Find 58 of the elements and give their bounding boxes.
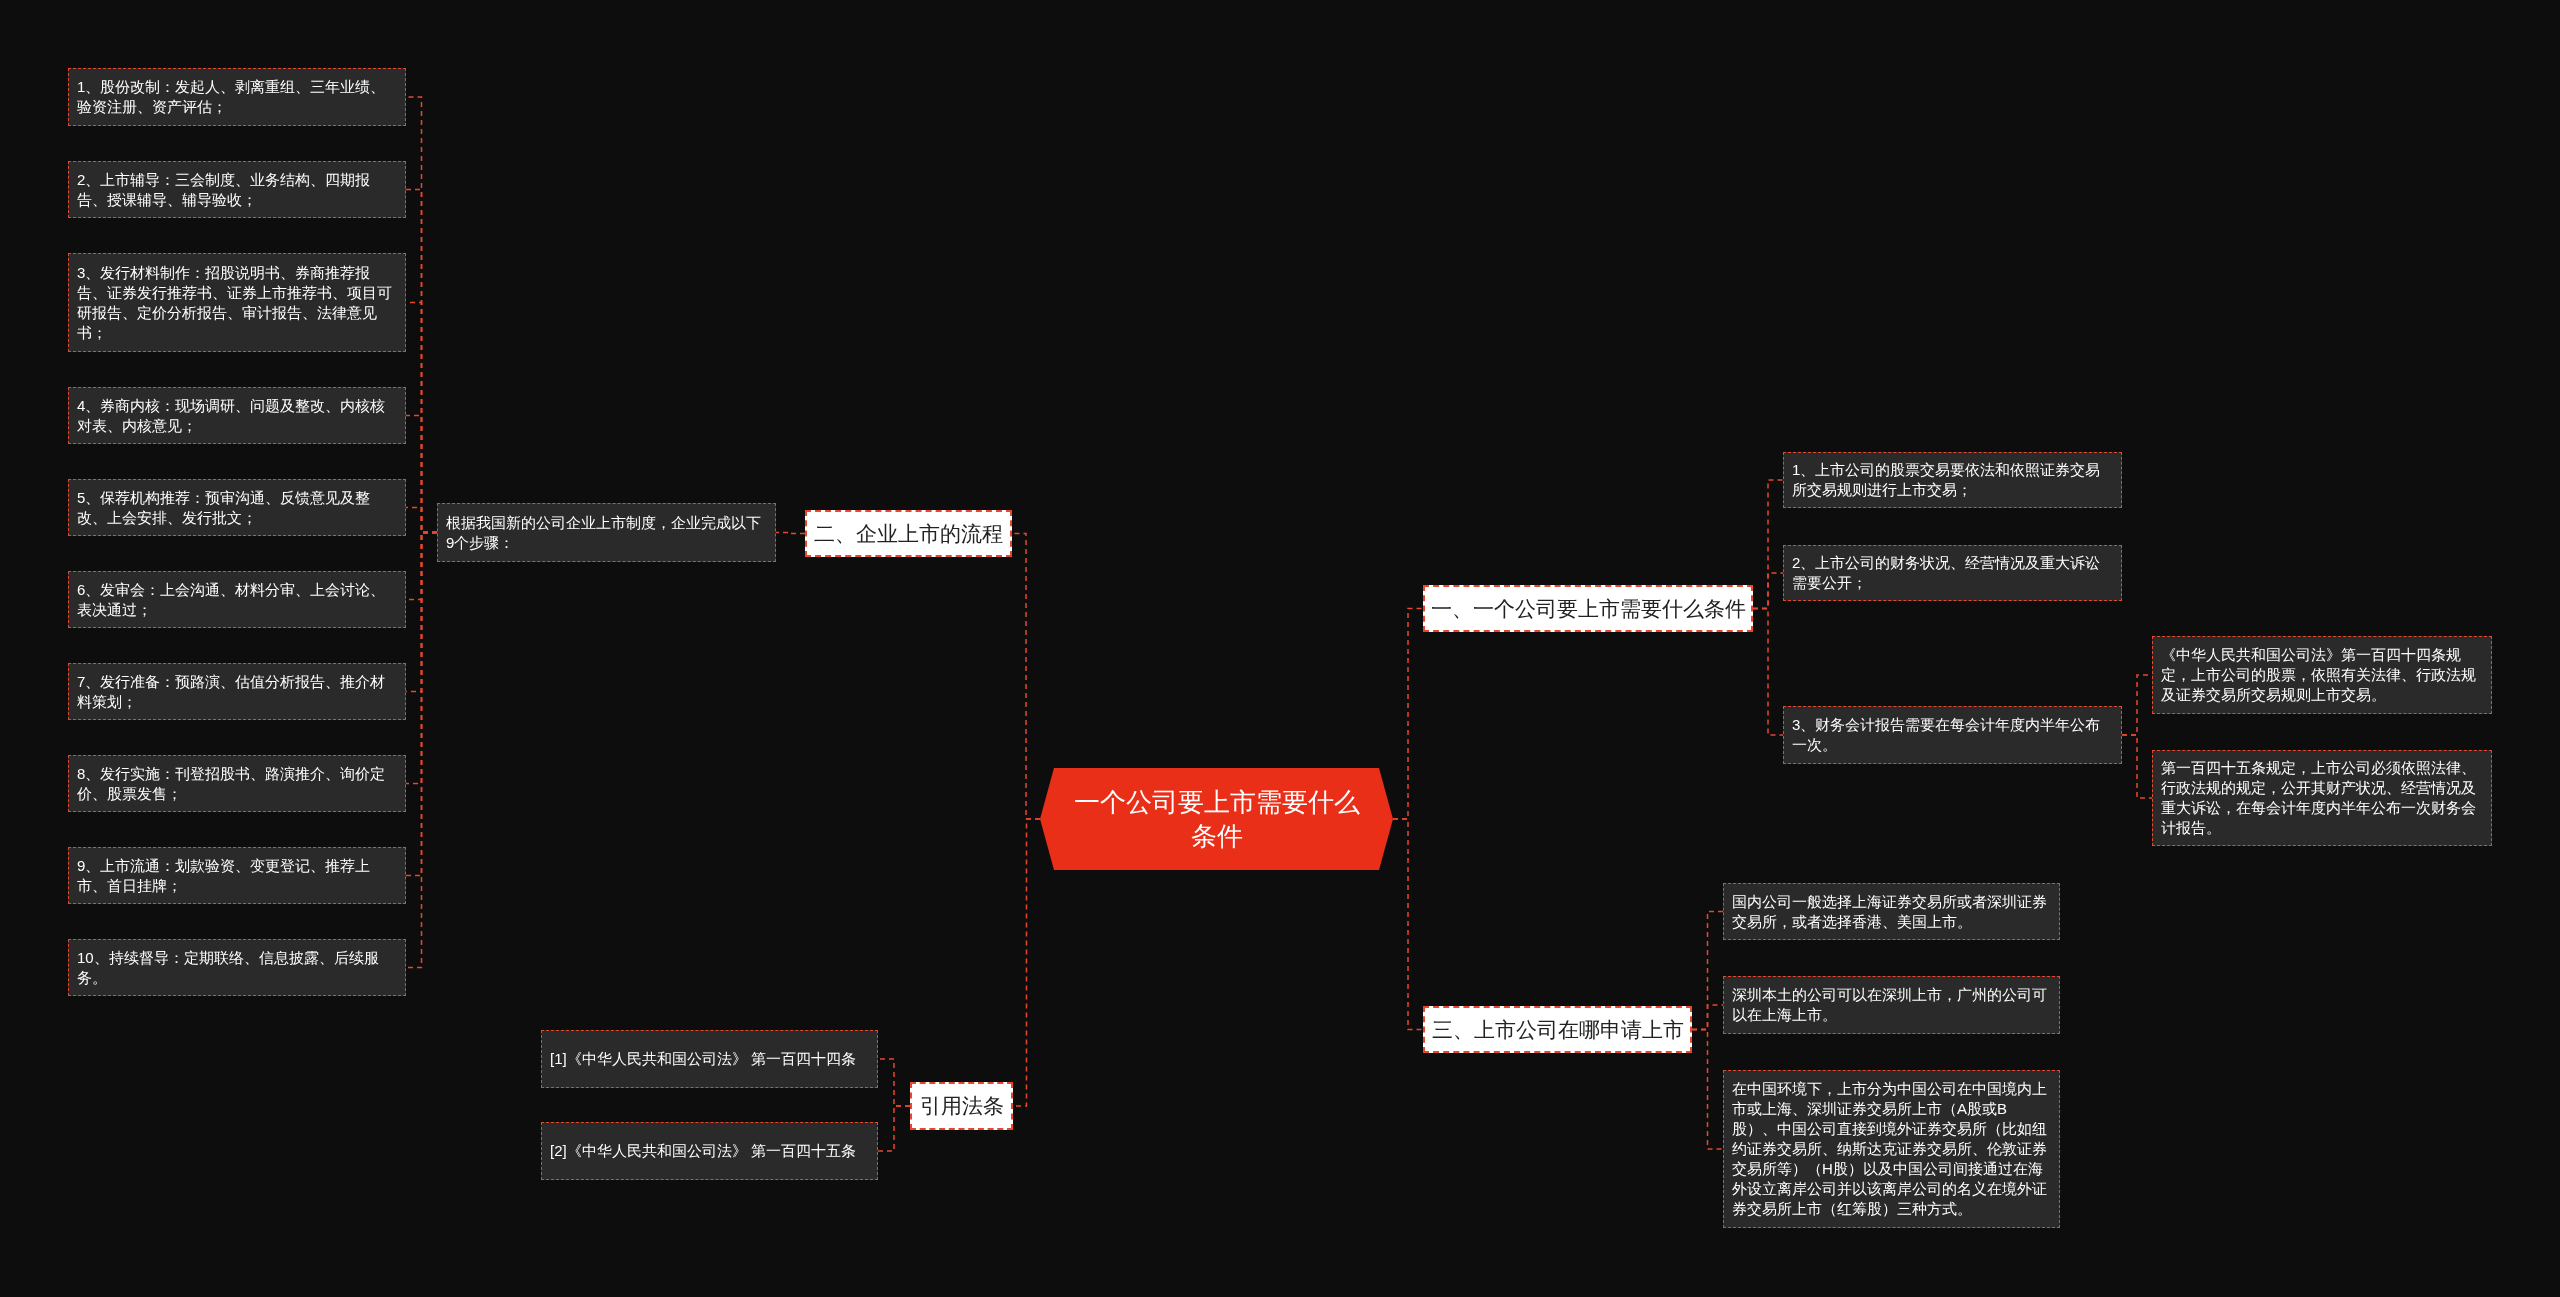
topic-text: 3、发行材料制作：招股说明书、券商推荐报告、证券发行推荐书、证券上市推荐书、项目可研报告、定价分析报告、审计报告、法律意见书； [77,262,393,343]
topic-text: 在中国环境下，上市分为中国公司在中国境内上市或上海、深圳证券交易所上市（A股或B股）、中国公司直接到境外证券交易所（比如纽约证券交易所、纳斯达克证券交易所、伦敦证券交易所等）（H股）以及中国公司间接通过在海外设立离岸公司并以该离岸公司的名义在境外证券交易所上市（红筹股）三种方式。 [1732,1079,2048,1219]
connector-line [1392,818,1424,1031]
topic-text: 深圳本土的公司可以在深圳上市，广州的公司可以在上海上市。 [1732,985,2048,1025]
subtopic-box [68,161,406,218]
branch-topic-box [805,510,1012,557]
subtopic-box [68,847,406,904]
topic-text: 三、上市公司在哪申请上市 [1431,1016,1684,1043]
topic-text: 引用法条 [919,1093,1004,1119]
topic-text: 1、股份改制：发起人、剥离重组、三年业绩、验资注册、资产评估； [77,77,387,117]
topic-text: [1]《中华人民共和国公司法》 第一百四十四条 [550,1049,856,1069]
subtopic-box [1723,883,2060,940]
subtopic-box [1783,545,2122,601]
topic-text: 一、一个公司要上市需要什么条件 [1430,595,1746,622]
branch-topic-box [910,1082,1013,1130]
subtopic-box [1723,1070,2060,1228]
subtopic-box [68,663,406,720]
subtopic-box [541,1030,878,1088]
topic-text: 第一百四十五条规定，上市公司必须依照法律、行政法规的规定，公开其财产状况、经营情况及重大诉讼，在每会计年度内半年公布一次财务会计报告。 [2161,758,2477,838]
connector-line [2121,734,2153,799]
subtopic-box [68,939,406,996]
topic-text: 6、发审会：上会沟通、材料分审、上会讨论、表决通过； [77,579,387,620]
topic-text: 2、上市公司的财务状况、经营情况及重大诉讼需要公开； [1792,553,2102,593]
topic-text: 二、企业上市的流程 [814,520,1003,547]
connector-line [1691,1028,1724,1150]
topic-text: 10、持续督导：定期联络、信息披露、后续服务。 [77,947,380,988]
topic-text: 9、上市流通：划款验资、变更登记、推荐上市、首日挂牌； [77,855,372,896]
connector-line [1752,607,1784,736]
subtopic-box [541,1122,878,1180]
topic-text: 2、上市辅导：三会制度、业务结构、四期报告、授课辅导、辅导验收； [77,169,372,210]
topic-text: 根据我国新的公司企业上市制度，企业完成以下9个步骤： [446,512,762,553]
topic-text: 4、券商内核：现场调研、问题及整改、内核核对表、内核意见； [77,395,387,436]
topic-text: 国内公司一般选择上海证券交易所或者深圳证券交易所，或者选择香港、美国上市。 [1732,891,2048,932]
subtopic-box [68,571,406,628]
connector-line [877,1105,911,1152]
central-topic-shape [1040,768,1393,870]
subtopic-box [68,479,406,536]
topic-text: 7、发行准备：预路演、估值分析报告、推介材料策划； [77,671,387,712]
subtopic-box [1783,706,2122,764]
subtopic-box [68,387,406,444]
subtopic-box [1783,452,2122,508]
subtopic-box [68,68,406,126]
subtopic-box [437,503,776,562]
topic-text: 5、保荐机构推荐：预审沟通、反馈意见及整改、上会安排、发行批文； [77,487,372,528]
subtopic-box [68,755,406,812]
subtopic-box [2152,750,2492,846]
topic-text: 《中华人民共和国公司法》第一百四十四条规定，上市公司的股票，依照有关法律、行政法规及证券交易所交易规则上市交易。 [2161,645,2477,705]
connector-line [775,531,806,535]
branch-topic-box [1423,585,1753,632]
subtopic-box [1723,976,2060,1034]
subtopic-box [2152,636,2492,714]
topic-text: 一个公司要上市需要什么条件 [1072,786,1361,853]
topic-text: 8、发行实施：刊登招股书、路演推介、询价定价、股票发售； [77,763,387,804]
topic-text: [2]《中华人民共和国公司法》 第一百四十五条 [550,1141,856,1161]
branch-topic-box [1423,1006,1692,1053]
topic-text: 3、财务会计报告需要在每会计年度内半年公布一次。 [1792,715,2102,755]
topic-text: 1、上市公司的股票交易要依法和依照证券交易所交易规则进行上市交易； [1792,460,2102,500]
subtopic-box [68,253,406,352]
